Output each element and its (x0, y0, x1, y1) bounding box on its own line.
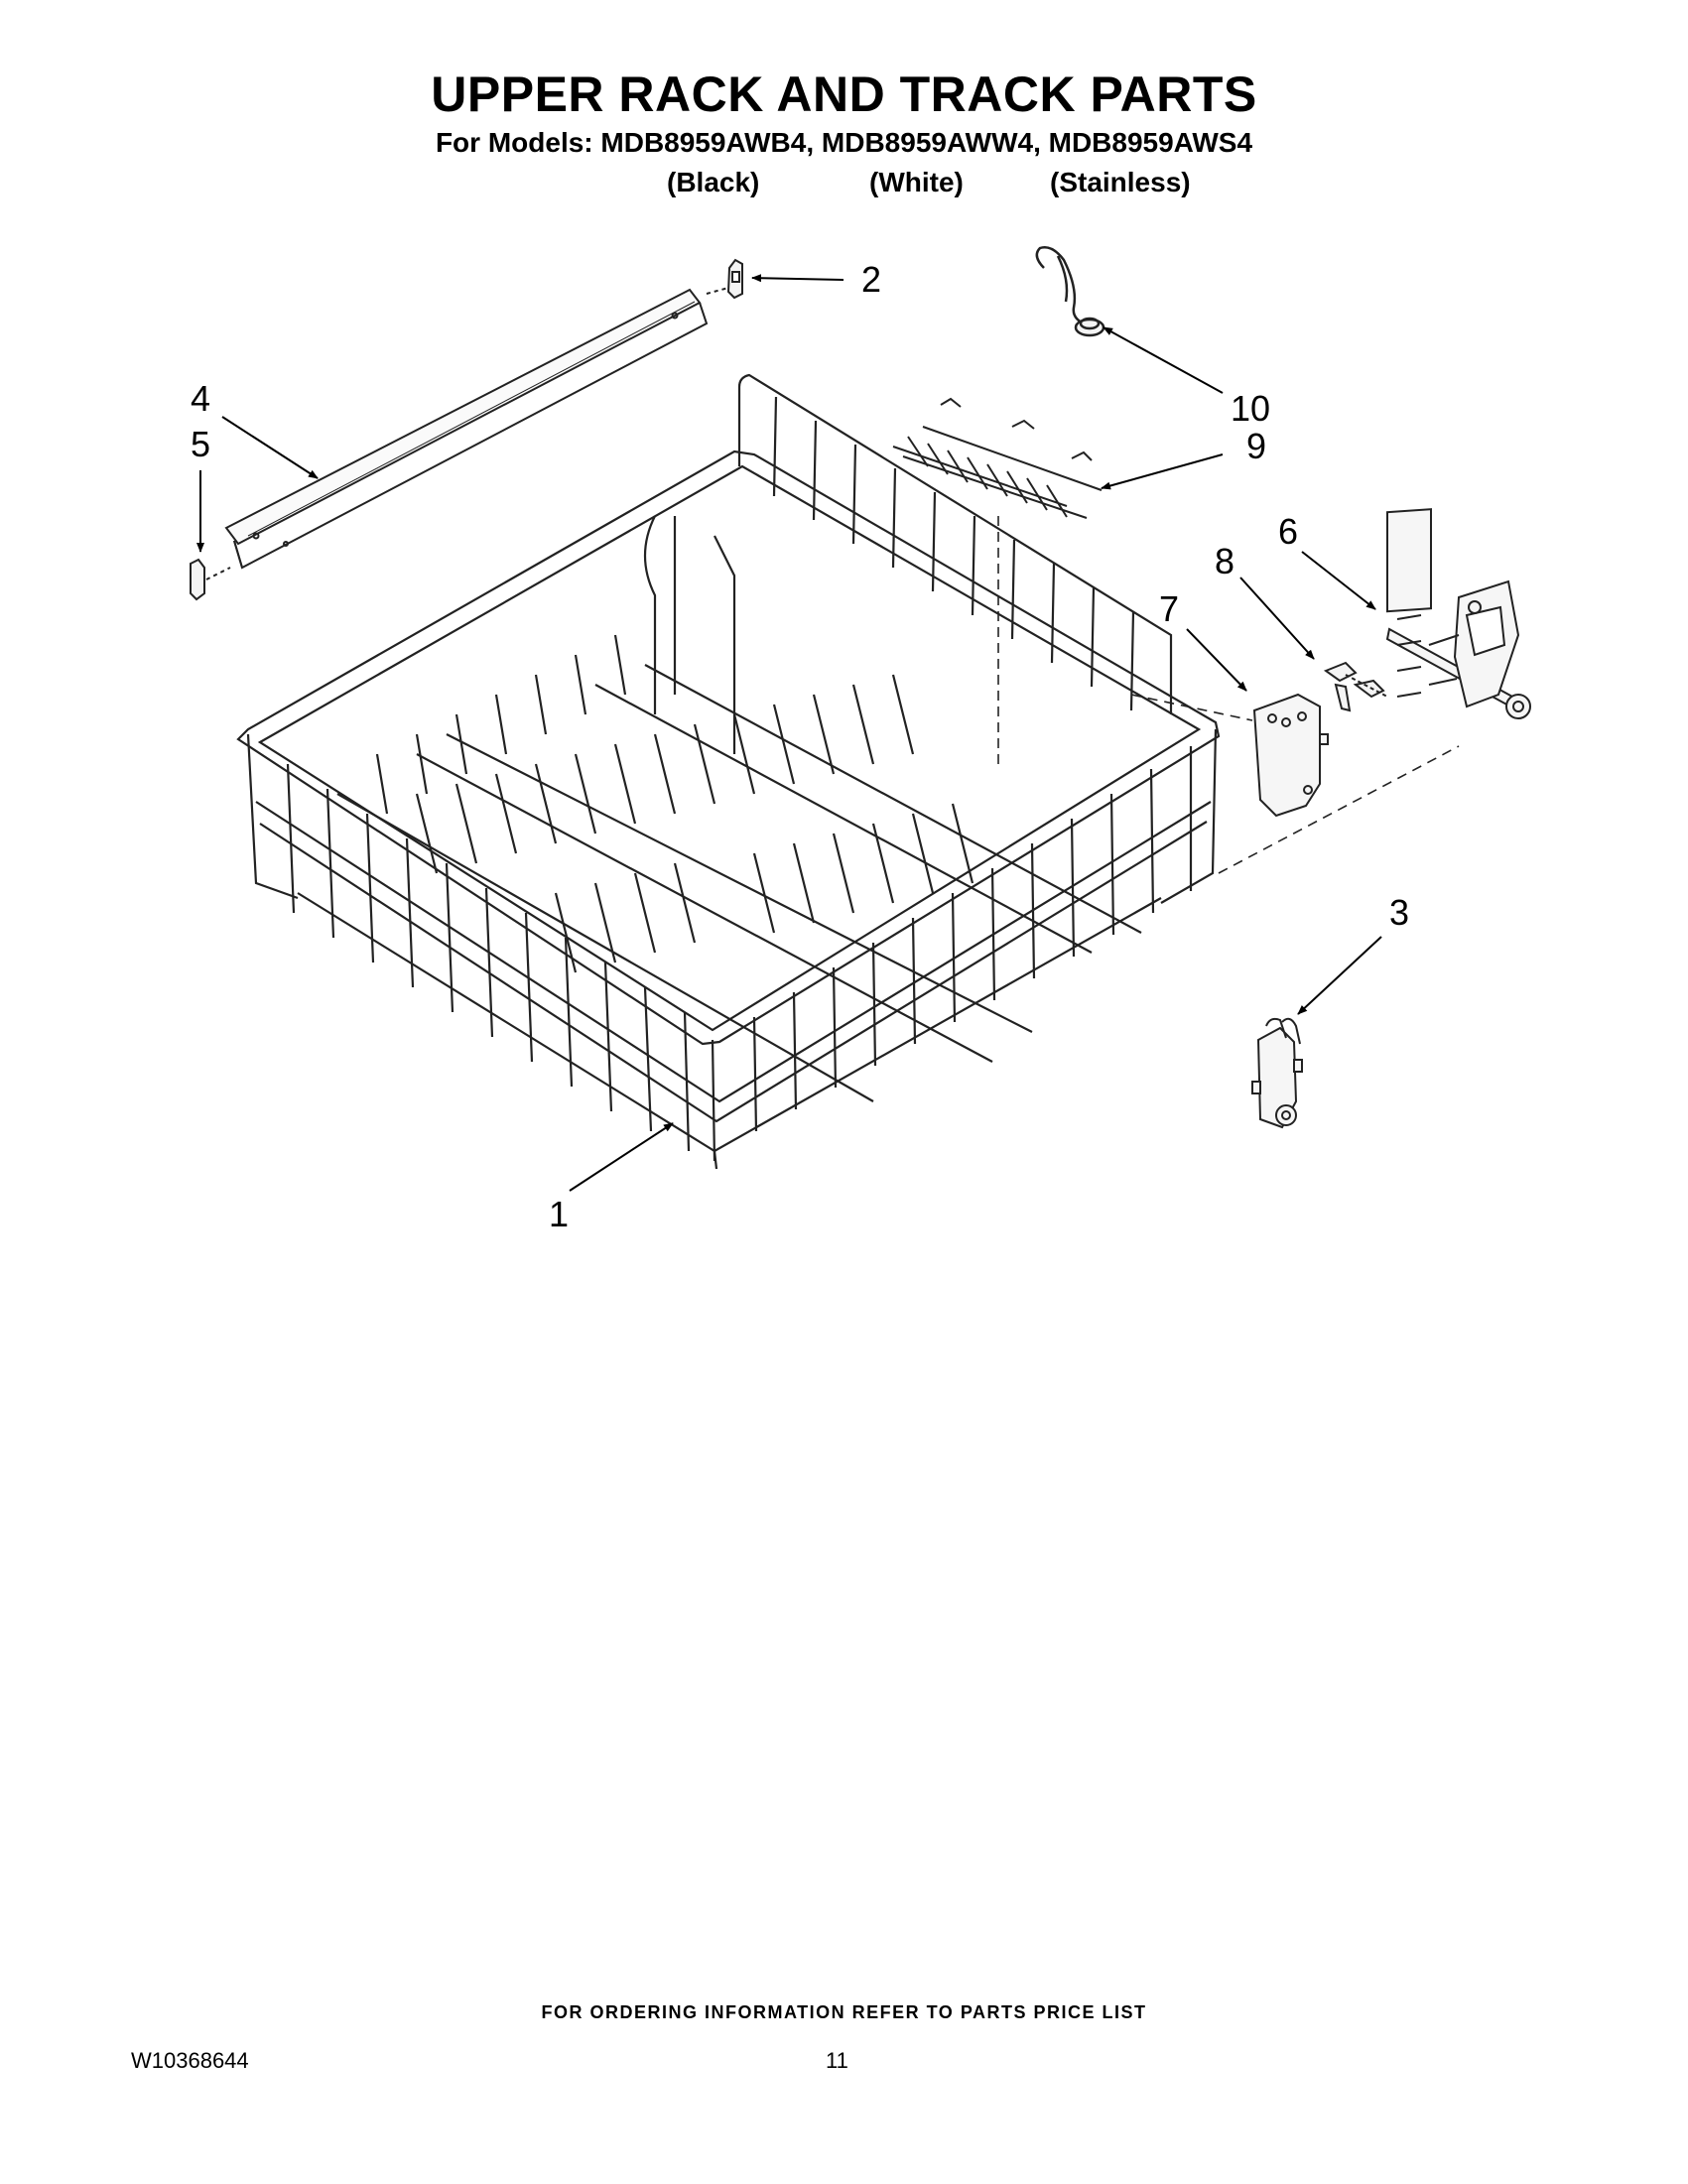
rack-roller-part (1251, 1017, 1303, 1129)
leader-8 (1239, 577, 1315, 660)
adjuster-cover-part (1252, 693, 1329, 818)
leader-9 (1101, 453, 1224, 490)
variant-stainless: (Stainless) (1050, 167, 1191, 197)
callout-8: 8 (1215, 541, 1234, 581)
callout-1: 1 (549, 1194, 569, 1234)
callout-2: 2 (861, 259, 881, 300)
leader-4 (221, 416, 319, 479)
assembly-lines (1130, 694, 1460, 874)
callout-9: 9 (1246, 426, 1266, 466)
latch-part (1323, 661, 1388, 712)
rack-adjuster-part (1385, 508, 1531, 719)
page-number: 11 (826, 2048, 848, 2073)
callout-3: 3 (1389, 892, 1409, 933)
variant-white: (White) (869, 167, 964, 197)
leader-3 (1297, 936, 1382, 1015)
leader-6 (1301, 551, 1376, 610)
variant-black: (Black) (667, 167, 760, 197)
leader-2 (751, 274, 844, 283)
leader-1 (569, 1122, 674, 1192)
callout-7: 7 (1159, 588, 1179, 629)
callout-10: 10 (1231, 388, 1270, 429)
callout-6: 6 (1278, 511, 1298, 552)
track-stop-part (190, 558, 231, 601)
models-line: For Models: MDB8959AWB4, MDB8959AWW4, MD… (435, 127, 1253, 158)
end-stop-part (706, 258, 743, 300)
leader-7 (1186, 628, 1247, 692)
leader-arrows (196, 274, 1382, 1192)
callout-5: 5 (191, 424, 210, 464)
callout-4: 4 (191, 378, 210, 419)
tine-clip-part (1035, 246, 1105, 337)
leader-10 (1103, 326, 1224, 394)
ordering-note: FOR ORDERING INFORMATION REFER TO PARTS … (541, 2002, 1147, 2022)
track-rail-part (224, 288, 709, 570)
page-title: UPPER RACK AND TRACK PARTS (431, 66, 1257, 122)
upper-rack-part (236, 373, 1221, 1170)
tine-row-part (892, 397, 1103, 764)
document-number: W10368644 (131, 2048, 249, 2073)
